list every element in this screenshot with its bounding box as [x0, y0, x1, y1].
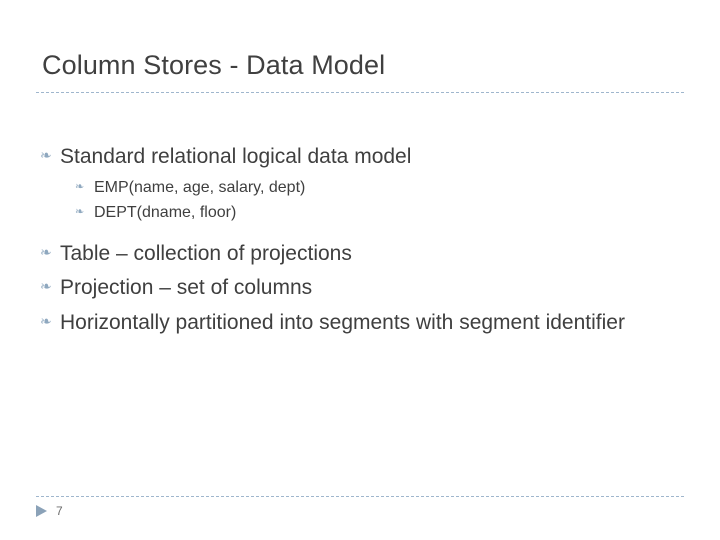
bullet-item-4: ❧ Table – collection of projections: [36, 239, 688, 269]
bullet-text: Table – collection of projections: [60, 241, 352, 265]
spacer: [36, 225, 688, 239]
bullet-marker-icon: ❧: [40, 278, 52, 295]
footer-triangle-icon: [36, 505, 47, 517]
footer-divider: [36, 496, 684, 497]
bullet-item-2: ❧ EMP(name, age, salary, dept): [36, 176, 688, 199]
bullet-item-5: ❧ Projection – set of columns: [36, 273, 688, 303]
bullet-item-6: ❧ Horizontally partitioned into segments…: [36, 308, 688, 338]
sub-bullet-marker-icon: ❧: [75, 205, 85, 218]
bullet-text: Projection – set of columns: [60, 276, 313, 300]
page-number: 7: [56, 504, 63, 518]
bullet-text: DEPT(dname, floor): [94, 203, 237, 221]
bullet-marker-icon: ❧: [40, 243, 52, 260]
slide-body: ❧ Standard relational logical data model…: [36, 142, 688, 342]
bullet-item-3: ❧ DEPT(dname, floor): [36, 201, 688, 224]
bullet-text: Standard relational logical data model: [60, 145, 412, 168]
title-divider: [36, 92, 684, 93]
page-title: Column Stores - Data Model: [42, 50, 386, 80]
bullet-text: EMP(name, age, salary, dept): [94, 179, 306, 197]
bullet-item-1: ❧ Standard relational logical data model: [36, 142, 688, 172]
sub-bullet-marker-icon: ❧: [75, 181, 85, 194]
bullet-marker-icon: ❧: [40, 312, 52, 329]
bullet-marker-icon: ❧: [40, 147, 52, 163]
bullet-text: Horizontally partitioned into segments w…: [60, 310, 625, 334]
